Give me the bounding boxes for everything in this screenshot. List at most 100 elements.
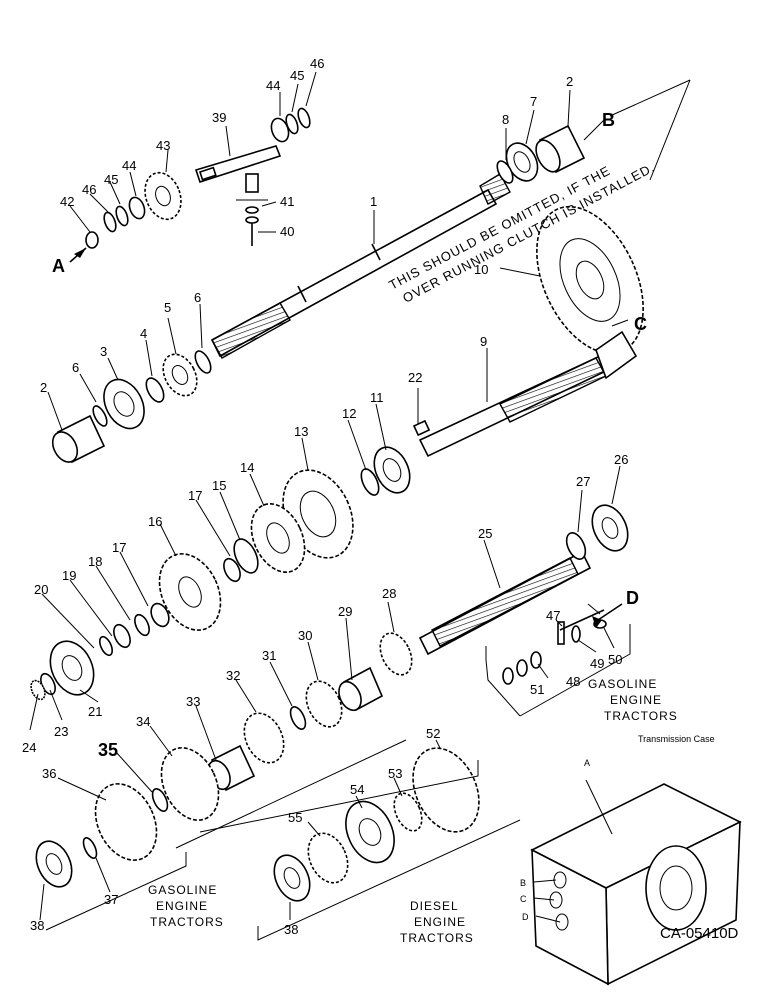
- label-29: 29: [338, 604, 352, 619]
- ring-35: [151, 788, 169, 812]
- gear-28: [379, 632, 413, 676]
- pin-41-40: [236, 173, 268, 246]
- label-55: 55: [288, 810, 302, 825]
- washer-8: [496, 160, 514, 184]
- label-35: 35: [98, 740, 118, 760]
- gear-36: [94, 783, 158, 861]
- label-6-lower: 6: [72, 360, 79, 375]
- label-44-top: 44: [266, 78, 280, 93]
- callout-a: A: [52, 256, 65, 276]
- sleeve-2-top: [535, 124, 586, 174]
- ring-46-right: [297, 107, 311, 129]
- label-52: 52: [426, 726, 440, 741]
- bearing-26: [591, 504, 629, 552]
- case-label-b: B: [520, 878, 526, 888]
- plug-42: [85, 231, 99, 249]
- label-22: 22: [408, 370, 422, 385]
- label-6-upper: 6: [194, 290, 201, 305]
- washer-45-left: [115, 205, 129, 227]
- sleeve-29: [338, 666, 384, 712]
- washer-45-right: [285, 113, 299, 135]
- gear-55: [307, 832, 349, 884]
- label-21: 21: [88, 704, 102, 719]
- bearing-11: [373, 446, 411, 494]
- transmission-case: [530, 779, 742, 986]
- label-43: 43: [156, 138, 170, 153]
- shim-51-a: [502, 667, 514, 685]
- caption-gasoline-left-1: GASOLINE: [148, 883, 217, 897]
- sleeve-2-bottom: [51, 414, 106, 464]
- shim-51-b: [516, 659, 528, 677]
- label-25: 25: [478, 526, 492, 541]
- label-28: 28: [382, 586, 396, 601]
- washer-18: [134, 613, 150, 637]
- callout-c-top: C: [634, 314, 647, 334]
- bearing-44-left: [128, 196, 146, 220]
- bearing-7: [505, 142, 539, 182]
- label-49: 49: [590, 656, 604, 671]
- label-31: 31: [262, 648, 276, 663]
- label-46-left: 46: [82, 182, 96, 197]
- label-40: 40: [280, 224, 294, 239]
- label-17-upper: 17: [188, 488, 202, 503]
- bearing-3: [103, 378, 145, 430]
- label-15: 15: [212, 478, 226, 493]
- label-30: 30: [298, 628, 312, 643]
- washer-4: [145, 377, 165, 403]
- bearing-15: [233, 538, 259, 574]
- label-32: 32: [226, 668, 240, 683]
- caption-diesel-2: ENGINE: [414, 915, 466, 929]
- pinion-shaft-9: [418, 330, 638, 458]
- label-23: 23: [54, 724, 68, 739]
- spacer-27: [565, 532, 587, 560]
- gear-5: [162, 353, 198, 397]
- ring-31: [289, 706, 307, 730]
- callout-d-top: D: [626, 588, 639, 608]
- bearing-17-lower: [150, 602, 170, 628]
- label-50: 50: [608, 652, 622, 667]
- case-title: Transmission Case: [638, 734, 715, 744]
- ring-37: [82, 837, 98, 859]
- caption-diesel-1: DIESEL: [410, 899, 459, 913]
- shaft-39: [194, 145, 282, 184]
- bevel-gear-10: [536, 205, 644, 355]
- label-41: 41: [280, 194, 294, 209]
- label-3: 3: [100, 344, 107, 359]
- label-47: 47: [546, 608, 560, 623]
- bearing-21: [49, 640, 95, 696]
- bearing-38-left: [35, 840, 73, 888]
- key-22: [412, 419, 431, 437]
- label-7: 7: [530, 94, 537, 109]
- caption-gasoline-right-3: TRACTORS: [604, 709, 678, 723]
- nut-24: [30, 679, 46, 701]
- caption-gasoline-right-2: ENGINE: [610, 693, 662, 707]
- label-9: 9: [480, 334, 487, 349]
- label-1: 1: [370, 194, 377, 209]
- label-10: 10: [474, 262, 488, 277]
- case-label-c: C: [520, 894, 527, 904]
- washer-17-upper: [223, 557, 241, 583]
- gear-30: [305, 680, 343, 728]
- label-39: 39: [212, 110, 226, 125]
- label-46-top: 46: [310, 56, 324, 71]
- bearing-38-right: [273, 854, 311, 902]
- label-16: 16: [148, 514, 162, 529]
- group-brackets: [45, 624, 631, 941]
- label-20: 20: [34, 582, 48, 597]
- label-42: 42: [60, 194, 74, 209]
- label-37: 37: [104, 892, 118, 907]
- label-38-left: 38: [30, 918, 44, 933]
- label-45-top: 45: [290, 68, 304, 83]
- label-5: 5: [164, 300, 171, 315]
- gear-43: [144, 171, 182, 221]
- label-26: 26: [614, 452, 628, 467]
- label-27: 27: [576, 474, 590, 489]
- gear-16: [158, 553, 222, 631]
- case-label-a: A: [584, 758, 590, 768]
- label-45-left: 45: [104, 172, 118, 187]
- ring-20: [99, 635, 113, 657]
- callout-arrows: [69, 247, 623, 628]
- label-19: 19: [62, 568, 76, 583]
- ring-6-lower: [92, 405, 108, 427]
